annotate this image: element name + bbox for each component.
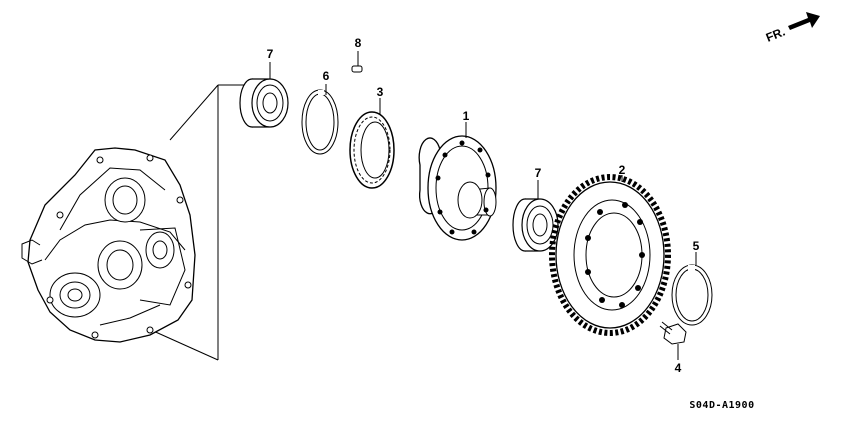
callout-5: 5: [693, 239, 700, 253]
snap-ring-lower: [671, 264, 713, 326]
callout-3: 3: [377, 85, 384, 99]
diagram-code: S04D-A1900: [689, 400, 754, 411]
callout-1: 1: [463, 109, 470, 123]
callout-4: 4: [675, 361, 682, 375]
dowel-pin: [351, 65, 363, 73]
callout-8: 8: [355, 36, 362, 50]
leader-lines: [269, 51, 697, 360]
ball-bearing-lower: [512, 198, 559, 252]
front-direction-indicator: FR.: [764, 12, 820, 45]
callout-7-lower: 7: [535, 166, 542, 180]
ball-bearing-upper: [239, 78, 289, 128]
callout-6: 6: [323, 69, 330, 83]
front-arrow-icon: [788, 12, 820, 30]
callout-2: 2: [619, 163, 626, 177]
transmission-housing: [21, 147, 196, 343]
assembly-bracket: [139, 84, 248, 361]
final-driven-gear: [549, 174, 671, 336]
front-label: FR.: [764, 25, 787, 45]
shim-ring: [349, 111, 395, 189]
flange-bolt: [659, 321, 687, 345]
differential-carrier: [418, 135, 497, 241]
callout-7-upper: 7: [267, 47, 274, 61]
snap-ring-upper: [301, 89, 339, 155]
